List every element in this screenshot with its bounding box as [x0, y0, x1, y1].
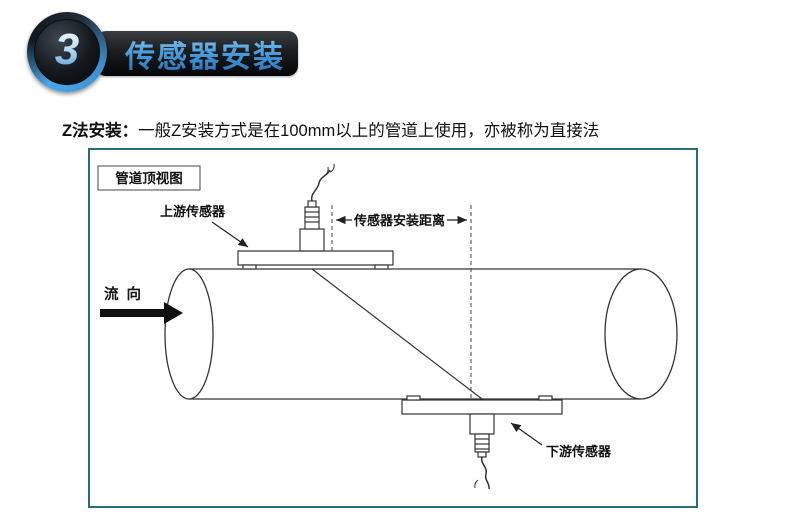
downstream-cable-fray [474, 479, 479, 489]
downstream-cable [480, 456, 490, 490]
title-banner: 传感器安装 [96, 31, 298, 76]
upstream-sensor-label: 上游传感器 [160, 204, 226, 219]
description-label: Z法安装： [62, 122, 139, 140]
upstream-cable-fray [323, 166, 329, 177]
flow-arrow [100, 302, 183, 324]
upstream-cable [310, 169, 331, 202]
upstream-cable-fray [329, 163, 335, 173]
pipe-drawing [164, 268, 678, 400]
step-number: 3 [54, 25, 80, 74]
downstream-clamp-plate [401, 399, 563, 415]
step-badge: 3 [27, 12, 107, 92]
view-label-box: 管道顶视图 [97, 165, 201, 191]
view-label: 管道顶视图 [115, 170, 183, 186]
description-text: 一般Z安装方式是在100mm以上的管道上使用，亦被称为直接法 [138, 122, 600, 140]
downstream-sensor-body [469, 413, 495, 435]
downstream-sensor-label: 下游传感器 [546, 444, 612, 459]
upstream-label-group: 上游传感器 [160, 204, 249, 248]
upstream-clamp-plate [237, 250, 394, 266]
downstream-clamp-foot-left [406, 395, 421, 401]
flow-direction-group: 流 向 [100, 285, 183, 324]
downstream-connector-cap [477, 451, 487, 458]
step-badge-inner: 3 [34, 19, 100, 85]
diagram-box: 管道顶视图 [88, 148, 698, 508]
upstream-clamp-foot-left [242, 264, 257, 270]
downstream-label-group: 下游传感器 [510, 422, 612, 459]
upstream-sensor-drawing [237, 163, 394, 270]
diagram-svg: 管道顶视图 [97, 163, 678, 490]
page-title: 传感器安装 [125, 32, 285, 76]
upstream-connector-cap [307, 200, 317, 208]
downstream-pointer-arrow [510, 422, 543, 446]
pipe-right-end [604, 268, 678, 400]
upstream-connector [304, 206, 320, 230]
upstream-clamp-foot-right [374, 264, 389, 270]
upstream-pointer-arrow [211, 221, 249, 248]
description: Z法安装：一般Z安装方式是在100mm以上的管道上使用，亦被称为直接法 [62, 117, 762, 141]
view-label-border [97, 165, 201, 191]
signal-path-line [311, 268, 483, 400]
pipe-left-end [164, 268, 214, 400]
flow-label: 流 向 [104, 285, 143, 303]
dimension-annotation: 传感器安装距离 [331, 205, 472, 400]
upstream-sensor-body [299, 228, 325, 252]
downstream-sensor-drawing [401, 395, 563, 490]
downstream-clamp-foot-right [538, 395, 553, 401]
distance-label: 传感器安装距离 [353, 213, 445, 228]
